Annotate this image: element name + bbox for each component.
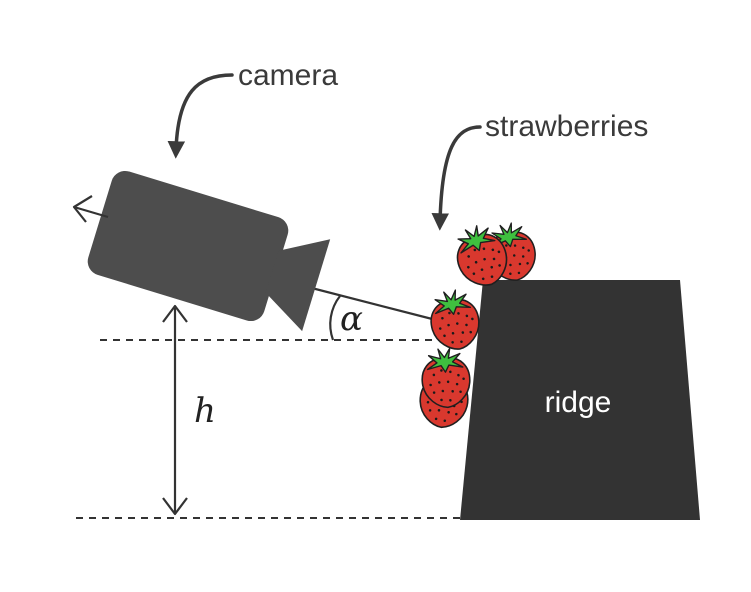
camera-direction-arrow [72,195,109,223]
ridge-label: ridge [545,386,612,419]
camera-label: camera [238,59,338,92]
video-camera-icon [87,170,331,332]
ridge-block [460,280,700,520]
strawberries-label: strawberries [485,110,648,143]
height-arrow [162,304,188,516]
strawberry-cluster-side [416,346,473,431]
camera-pointer-arrow [167,73,234,159]
line-of-sight [299,283,441,323]
strawberries-pointer-arrow [431,125,482,231]
angle-arc [329,295,341,341]
height-h-label: h [194,391,216,431]
strawberry-icon [425,286,484,354]
angle-alpha-label: α [340,299,363,339]
